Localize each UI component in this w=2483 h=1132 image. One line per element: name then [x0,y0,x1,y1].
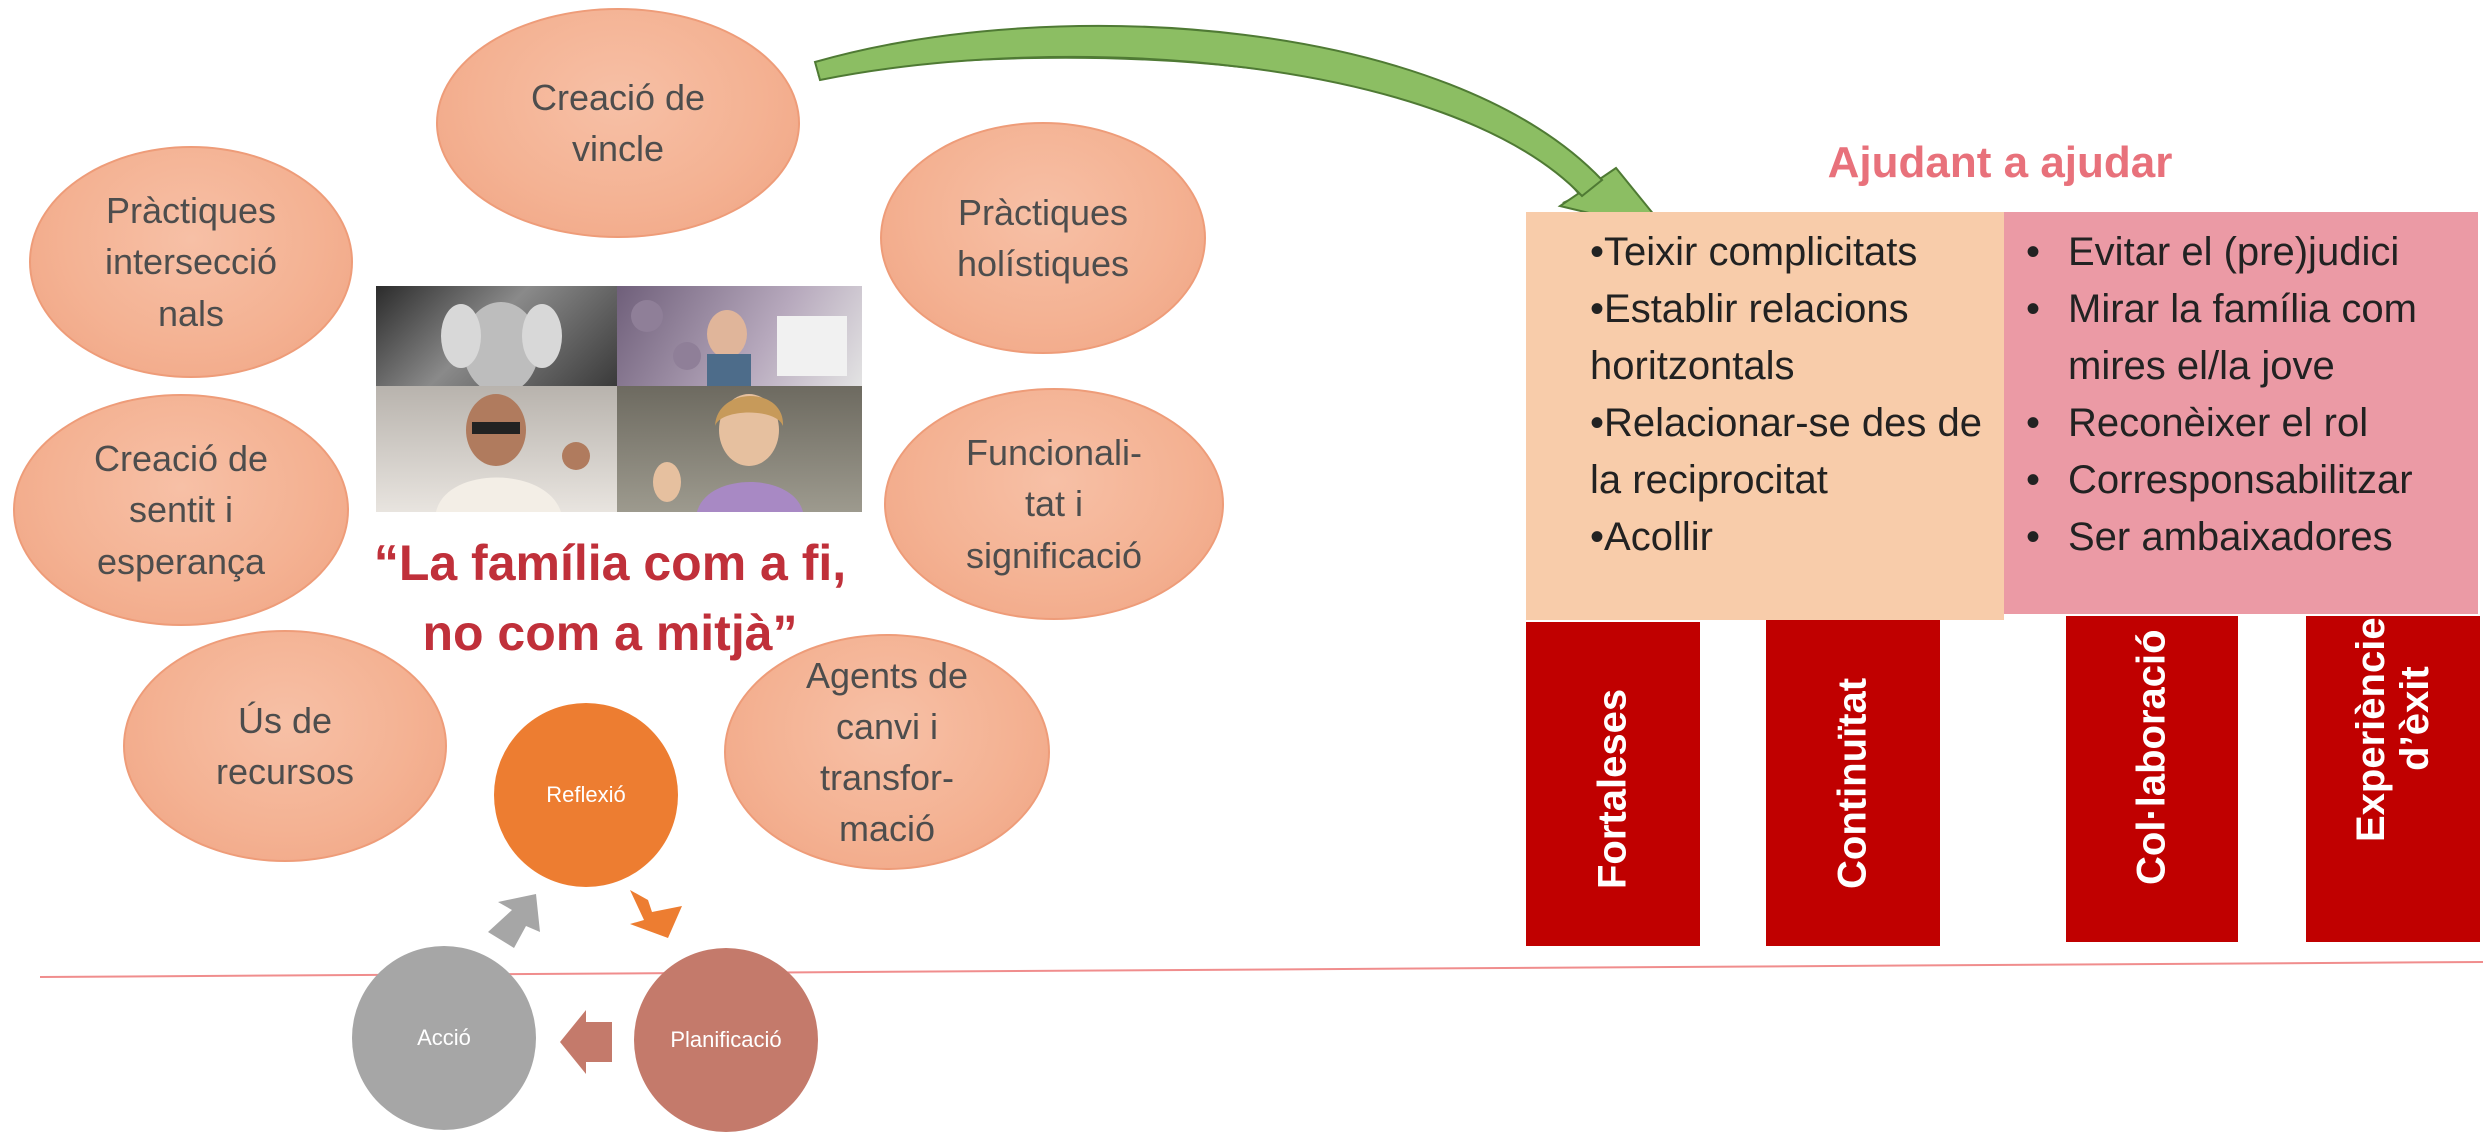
pillar-label: Fortaleses [1590,689,1635,890]
bubble-label: Creació de sentit i esperança [93,438,269,582]
pillar-collaboracio: Col·laboració [2066,616,2238,942]
bubble-label: Agents de canvi i transfor- mació [805,654,969,850]
quote-text: “La família com a fi, no com a mitjà” [373,535,847,661]
cycle-planificacio: Planificació [634,948,818,1132]
bubble-practiques-interseccionals: Pràctiques intersecció nals [29,146,353,378]
photo-collage [376,286,862,512]
list-item: Mirar la família com mires el/la jove [2020,281,2480,395]
bubble-label: Ús de recursos [215,699,355,792]
bubble-creacio-vincle: Creació de vincle [436,8,800,238]
bubble-funcionalitat: Funcionali- tat i significació [884,388,1224,620]
pillar-continuitat: Continuïtat [1766,620,1940,946]
cycle-accio-label: Acció [417,1025,471,1050]
bubble-practiques-holistiques: Pràctiques holístiques [880,122,1206,354]
photo-waving-woman [617,386,862,512]
left-bullet-list: Teixir complicitats Establir relacions h… [1590,224,2000,566]
cycle-accio: Acció [352,946,536,1130]
list-item: Reconèixer el rol [2020,395,2480,452]
cycle-reflexio: Reflexió [494,703,678,887]
cycle-reflexio-label: Reflexió [546,782,626,807]
list-item: Corresponsabilitzar [2020,452,2480,509]
list-item: Ser ambaixadores [2020,509,2480,566]
list-item: Relacionar-se des de la reciprocitat [1590,395,2000,509]
right-bullet-list: Evitar el (pre)judici Mirar la família c… [2020,224,2480,566]
bubble-label: Pràctiques intersecció nals [104,190,278,334]
pillar-label: Col·laboració [2129,629,2174,886]
pillar-experiencies: Experiències d’èxit [2306,616,2480,942]
pillar-fortaleses: Fortaleses [1526,622,1700,946]
list-item: Establir relacions horitzontals [1590,281,2000,395]
photo-distressed-man [376,286,617,386]
panel-title: Ajudant a ajudar [1827,138,2173,187]
arrow-body [813,24,1604,198]
photo-smiling-man [376,386,617,512]
bubble-label: Pràctiques holístiques [956,191,1130,284]
bubble-agents-canvi: Agents de canvi i transfor- mació [724,634,1050,870]
list-item: Acollir [1590,509,2000,566]
bubble-label: Funcionali- tat i significació [965,432,1143,576]
pillar-label: Experiències d’èxit [2349,616,2437,842]
list-item: Teixir complicitats [1590,224,2000,281]
cycle-planificacio-label: Planificació [670,1027,782,1052]
photo-worried-woman [617,286,862,386]
bubble-sentit-esperanca: Creació de sentit i esperança [13,394,349,626]
pillar-label: Continuïtat [1830,678,1875,890]
list-item: Evitar el (pre)judici [2020,224,2480,281]
bubble-us-recursos: Ús de recursos [123,630,447,862]
bubble-label: Creació de vincle [530,76,706,169]
